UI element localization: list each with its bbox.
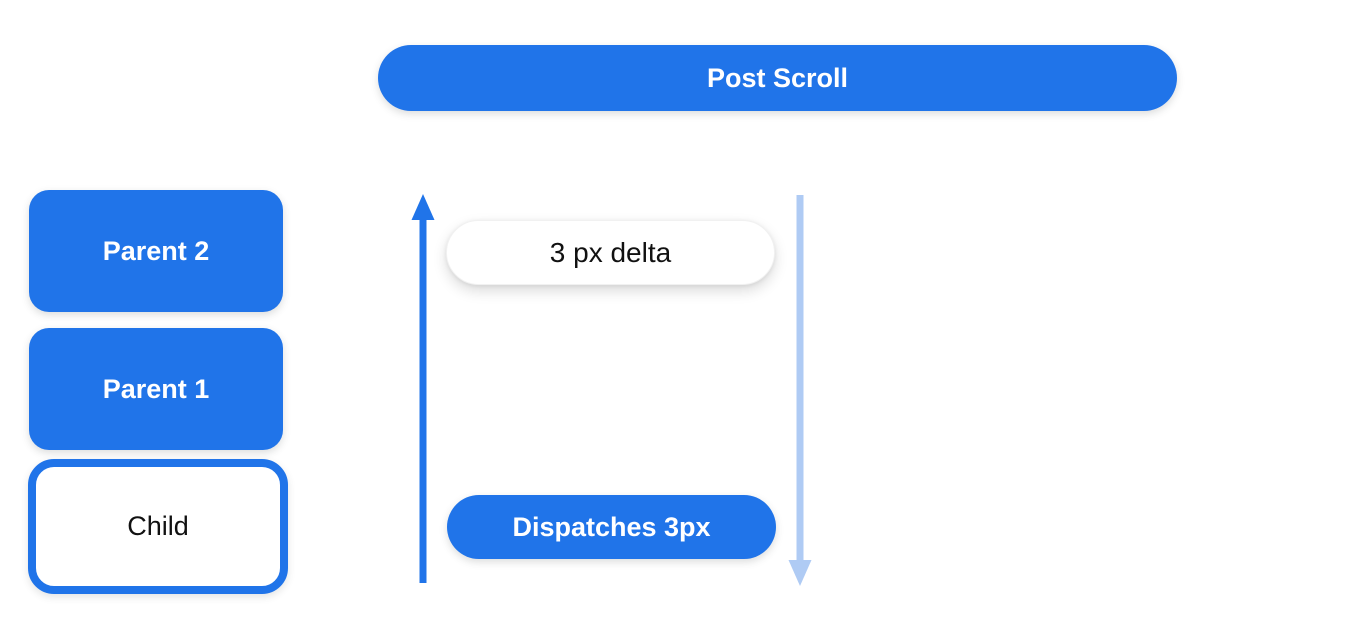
delta-label: 3 px delta xyxy=(549,236,672,268)
node-parent1-label: Parent 1 xyxy=(102,373,210,404)
dispatches-label: Dispatches 3px xyxy=(512,511,711,542)
up-arrow-icon xyxy=(411,194,435,583)
node-parent1: Parent 1 xyxy=(29,328,283,450)
node-parent2-label: Parent 2 xyxy=(102,235,210,266)
node-child: Child xyxy=(28,459,288,594)
delta-pill: 3 px delta xyxy=(446,220,775,285)
post-scroll-label: Post Scroll xyxy=(706,62,849,93)
node-parent2: Parent 2 xyxy=(29,190,283,312)
down-arrow-icon xyxy=(788,195,812,586)
dispatches-pill: Dispatches 3px xyxy=(447,495,776,559)
post-scroll-pill: Post Scroll xyxy=(378,45,1177,111)
node-child-label: Child xyxy=(127,511,189,541)
